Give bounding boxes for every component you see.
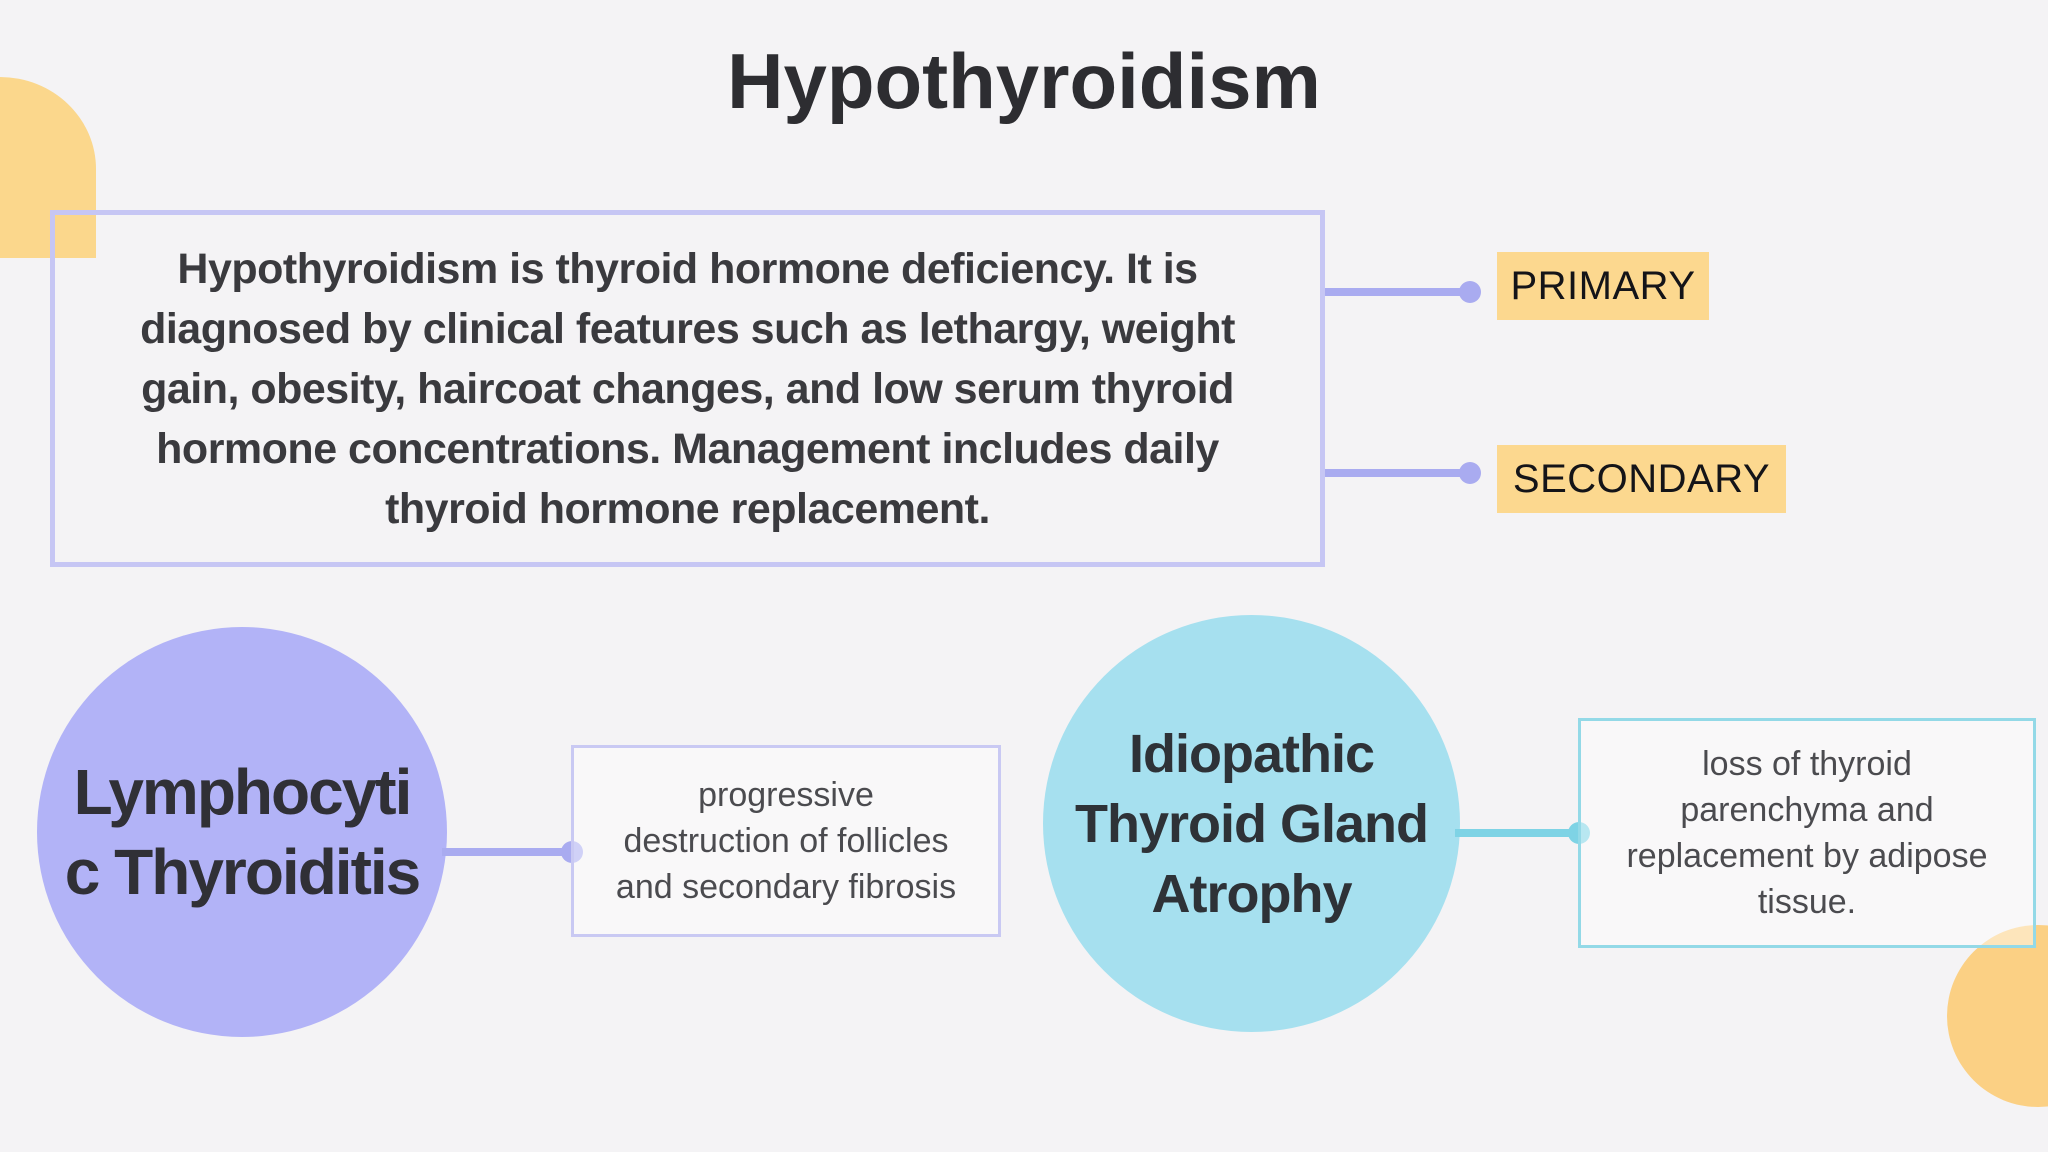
- cause-name-line: c Thyroiditis: [64, 836, 421, 908]
- note-line: destruction of follicles: [623, 822, 949, 860]
- page-title: Hypothyroidism: [727, 37, 1321, 125]
- connector-line-atrophy: [1455, 822, 1590, 844]
- note-line: progressive: [698, 776, 874, 814]
- secondary-badge: SECONDARY: [1497, 445, 1786, 513]
- note-line: tissue.: [1757, 883, 1857, 921]
- note-box-atrophy: loss of thyroid parenchyma and replaceme…: [1578, 718, 2036, 948]
- cause-name-line: Thyroid Gland: [1074, 793, 1429, 854]
- connector-line-secondary: [1325, 462, 1481, 484]
- cause-circle-lymphocytic-thyroiditis: Lymphocyti c Thyroiditis: [37, 627, 447, 1037]
- decor-yellow-bottom-right-circle: [1947, 925, 2048, 1107]
- definition-line: gain, obesity, haircoat changes, and low…: [141, 364, 1234, 413]
- definition-line: diagnosed by clinical features such as l…: [140, 304, 1235, 353]
- definition-line: thyroid hormone replacement.: [385, 484, 990, 533]
- definition-line: hormone concentrations. Management inclu…: [156, 424, 1219, 473]
- primary-badge: PRIMARY: [1497, 252, 1709, 320]
- connector-line-primary: [1325, 281, 1481, 303]
- cause-name-line: Idiopathic: [1129, 723, 1375, 784]
- cause-name-line: Atrophy: [1151, 863, 1353, 924]
- note-line: loss of thyroid: [1702, 745, 1912, 783]
- connector-line-lymphocytic: [442, 841, 583, 863]
- connector-dot: [1459, 281, 1481, 303]
- note-line: replacement by adipose: [1626, 837, 1988, 875]
- cause-circle-idiopathic-atrophy: Idiopathic Thyroid Gland Atrophy: [1043, 615, 1460, 1032]
- definition-line: Hypothyroidism is thyroid hormone defici…: [177, 244, 1198, 293]
- definition-box: Hypothyroidism is thyroid hormone defici…: [50, 210, 1325, 567]
- note-box-lymphocytic: progressive destruction of follicles and…: [571, 745, 1001, 937]
- note-line: and secondary fibrosis: [615, 868, 957, 906]
- note-line: parenchyma and: [1680, 791, 1934, 829]
- cause-name-line: Lymphocyti: [73, 756, 413, 828]
- connector-dot: [1459, 462, 1481, 484]
